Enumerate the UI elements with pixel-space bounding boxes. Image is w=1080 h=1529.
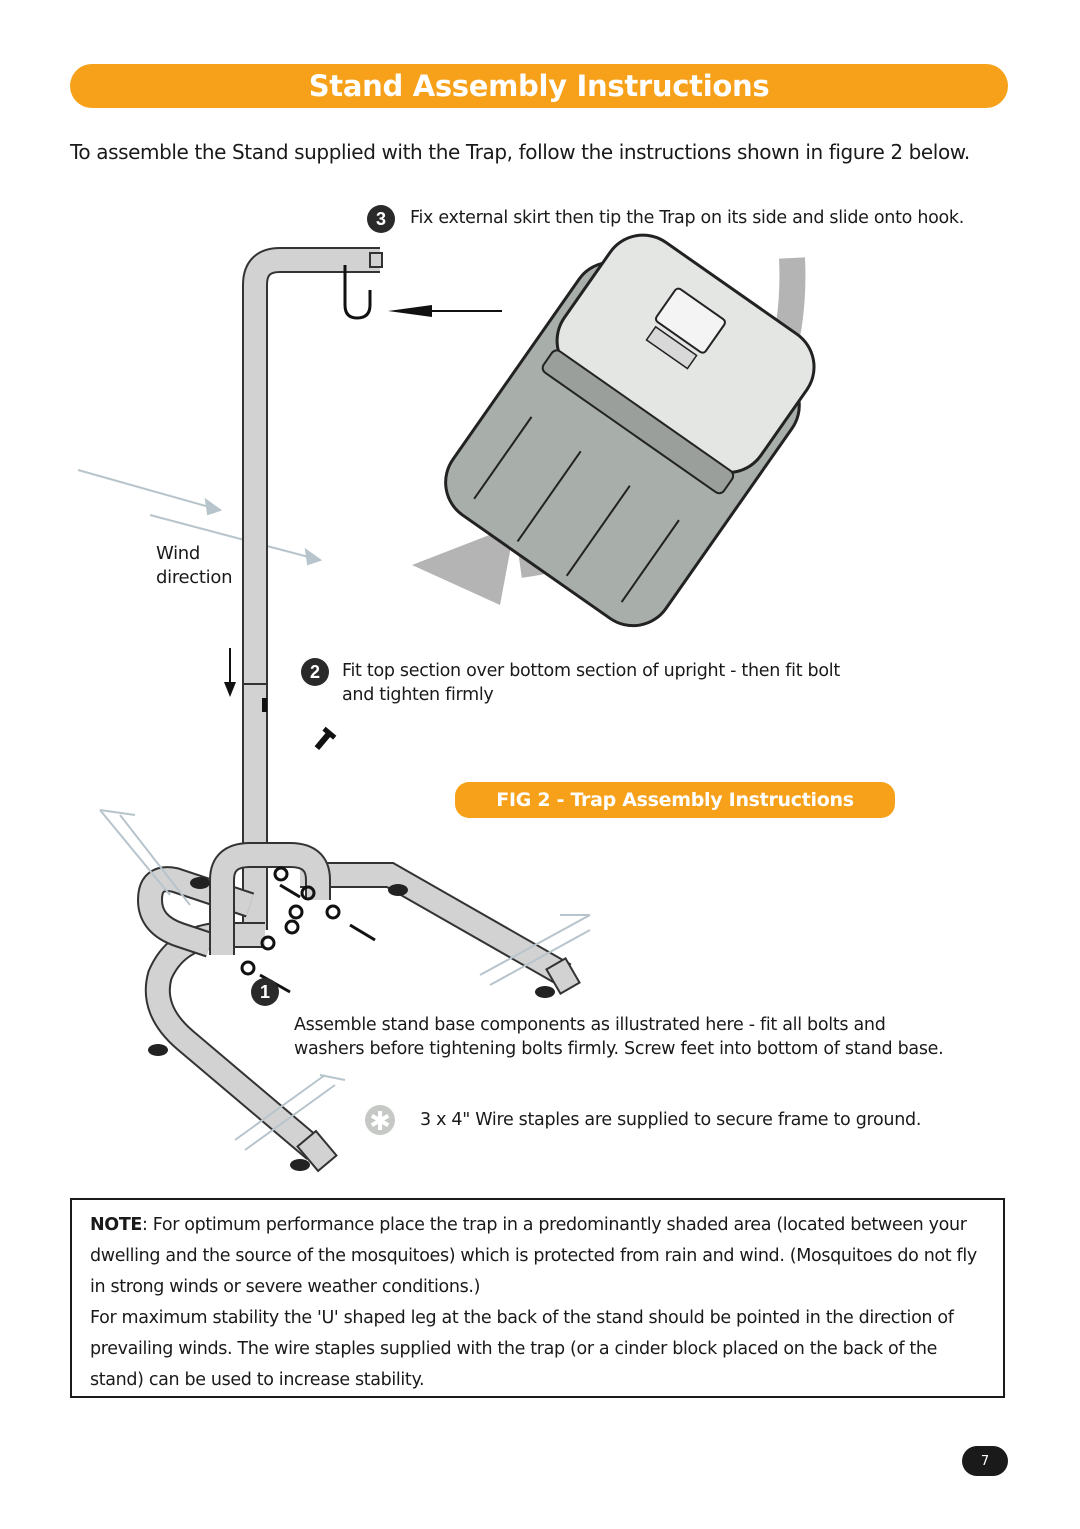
note-label: NOTE [90, 1215, 143, 1235]
intro-text: To assemble the Stand supplied with the … [70, 140, 970, 164]
step-1-badge: 1 [251, 978, 279, 1006]
step-2-text: Fit top section over bottom section of u… [342, 661, 840, 705]
asterisk-icon [365, 1105, 395, 1135]
page-title-bar: Stand Assembly Instructions [70, 64, 1008, 108]
trap-illustration [444, 233, 816, 628]
step-2-badge: 2 [301, 658, 329, 686]
figure-label: FIG 2 - Trap Assembly Instructions [455, 782, 895, 818]
wire-staples [99, 809, 591, 1151]
staples-note: 3 x 4" Wire staples are supplied to secu… [420, 1110, 922, 1130]
stand-base [136, 842, 581, 1173]
note-paragraph-1: NOTE: For optimum performance place the … [90, 1215, 977, 1297]
rotation-arrowhead [412, 525, 515, 605]
note-paragraph-2: For maximum stability the 'U' shaped leg… [90, 1308, 954, 1390]
step-3-text: Fix external skirt then tip the Trap on … [410, 208, 965, 228]
wind-direction-label: Wind direction [156, 543, 233, 588]
stand-upright [242, 247, 383, 930]
wind-arrows [77, 469, 323, 566]
step-1-text: Assemble stand base components as illust… [294, 1015, 944, 1059]
note-box: NOTE: For optimum performance place the … [70, 1198, 1005, 1398]
page-title: Stand Assembly Instructions [308, 69, 770, 103]
page-number: 7 [962, 1446, 1008, 1476]
step-3-badge: 3 [367, 205, 395, 233]
bolts-and-washers [240, 866, 376, 994]
svg-text:✱: ✱ [369, 1107, 391, 1137]
